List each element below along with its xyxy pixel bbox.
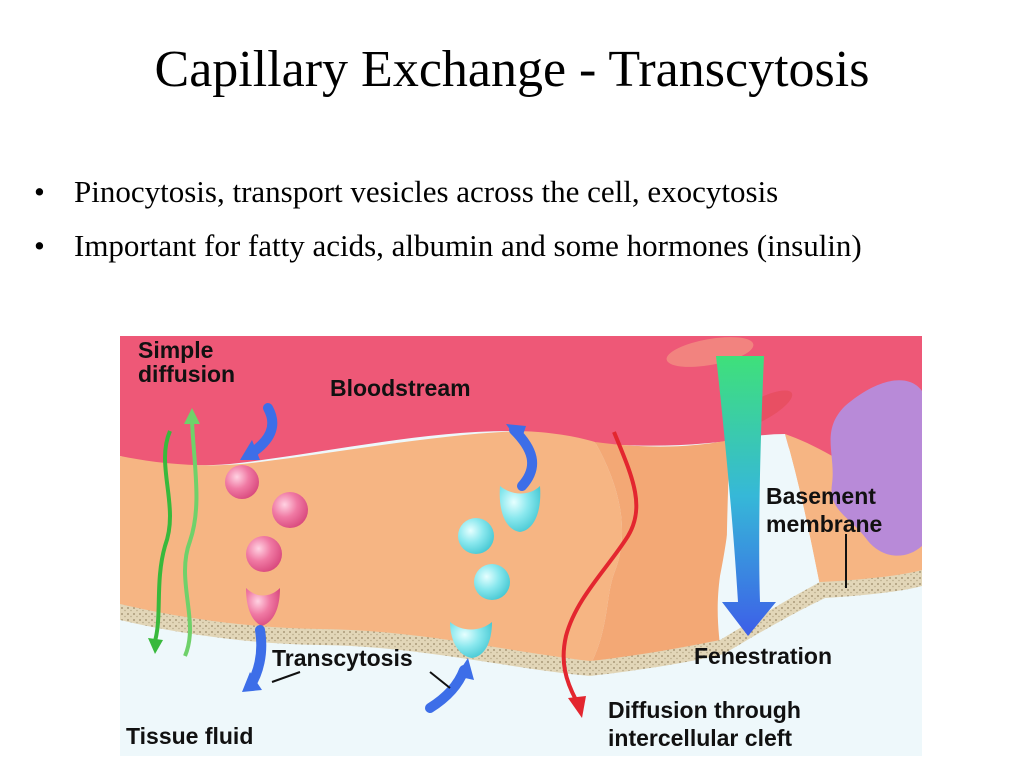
- transcytotic-vesicle: [458, 518, 494, 554]
- intercellular-cleft-arrow: [561, 431, 639, 701]
- slide-title: Capillary Exchange - Transcytosis: [154, 41, 870, 98]
- label-transcytosis: Transcytosis: [272, 645, 413, 671]
- pinocytic-vesicle: [272, 492, 308, 528]
- transcytosis-arrow-left: [242, 672, 262, 692]
- label-diffusion-cleft-line: Diffusion through: [608, 697, 801, 723]
- exocytosis-arrow: [506, 424, 526, 444]
- label-basement-membrane-line: membrane: [766, 511, 882, 537]
- label-simple-diffusion-line: Simple: [138, 337, 213, 363]
- bullet-item: • Important for fatty acids, albumin and…: [30, 226, 1010, 266]
- intercellular-cleft-arrow: [568, 696, 586, 718]
- transcytotic-vesicle: [450, 622, 492, 658]
- capillary-diagram: Simple diffusion Bloodstream Basement me…: [120, 336, 922, 756]
- simple-diffusion-arrow: [184, 408, 200, 424]
- pinocytic-vesicle: [225, 465, 259, 499]
- label-bloodstream: Bloodstream: [330, 375, 471, 401]
- transcytotic-vesicle: [499, 486, 541, 532]
- transcytosis-arrow-right: [456, 658, 474, 680]
- transcytotic-vesicle: [474, 564, 510, 600]
- simple-diffusion-arrow: [148, 638, 163, 654]
- label-basement-membrane: Basement membrane: [766, 483, 882, 537]
- bullet-marker: •: [34, 174, 45, 209]
- simple-diffusion-arrow: [183, 420, 199, 657]
- label-simple-diffusion-line: diffusion: [138, 361, 235, 387]
- label-fenestration: Fenestration: [694, 643, 832, 669]
- bullet-marker: •: [34, 228, 45, 263]
- pinocytic-arrow: [240, 440, 260, 460]
- bullet-item: • Pinocytosis, transport vesicles across…: [30, 172, 1010, 212]
- fenestration-arrow: [716, 356, 776, 636]
- label-basement-membrane-line: Basement: [766, 483, 876, 509]
- pinocytic-vesicle: [246, 536, 282, 572]
- label-diffusion-cleft: Diffusion through intercellular cleft: [608, 697, 807, 751]
- leader-line: [429, 671, 451, 689]
- label-tissue-fluid: Tissue fluid: [126, 723, 253, 749]
- endothelial-cell-right: [590, 440, 732, 666]
- bullet-text: Pinocytosis, transport vesicles across t…: [74, 174, 779, 209]
- bullet-text: Important for fatty acids, albumin and s…: [74, 228, 862, 263]
- label-diffusion-cleft-line: intercellular cleft: [608, 725, 792, 751]
- basement-membrane: [120, 570, 922, 676]
- leader-line: [271, 671, 301, 683]
- pinocytic-vesicle: [246, 588, 280, 626]
- capillary-diagram-svg: Simple diffusion Bloodstream Basement me…: [120, 336, 922, 756]
- bullet-list: • Pinocytosis, transport vesicles across…: [30, 172, 1010, 280]
- purple-cell: [830, 380, 922, 556]
- label-simple-diffusion: Simple diffusion: [138, 337, 235, 387]
- simple-diffusion-arrow: [153, 430, 172, 642]
